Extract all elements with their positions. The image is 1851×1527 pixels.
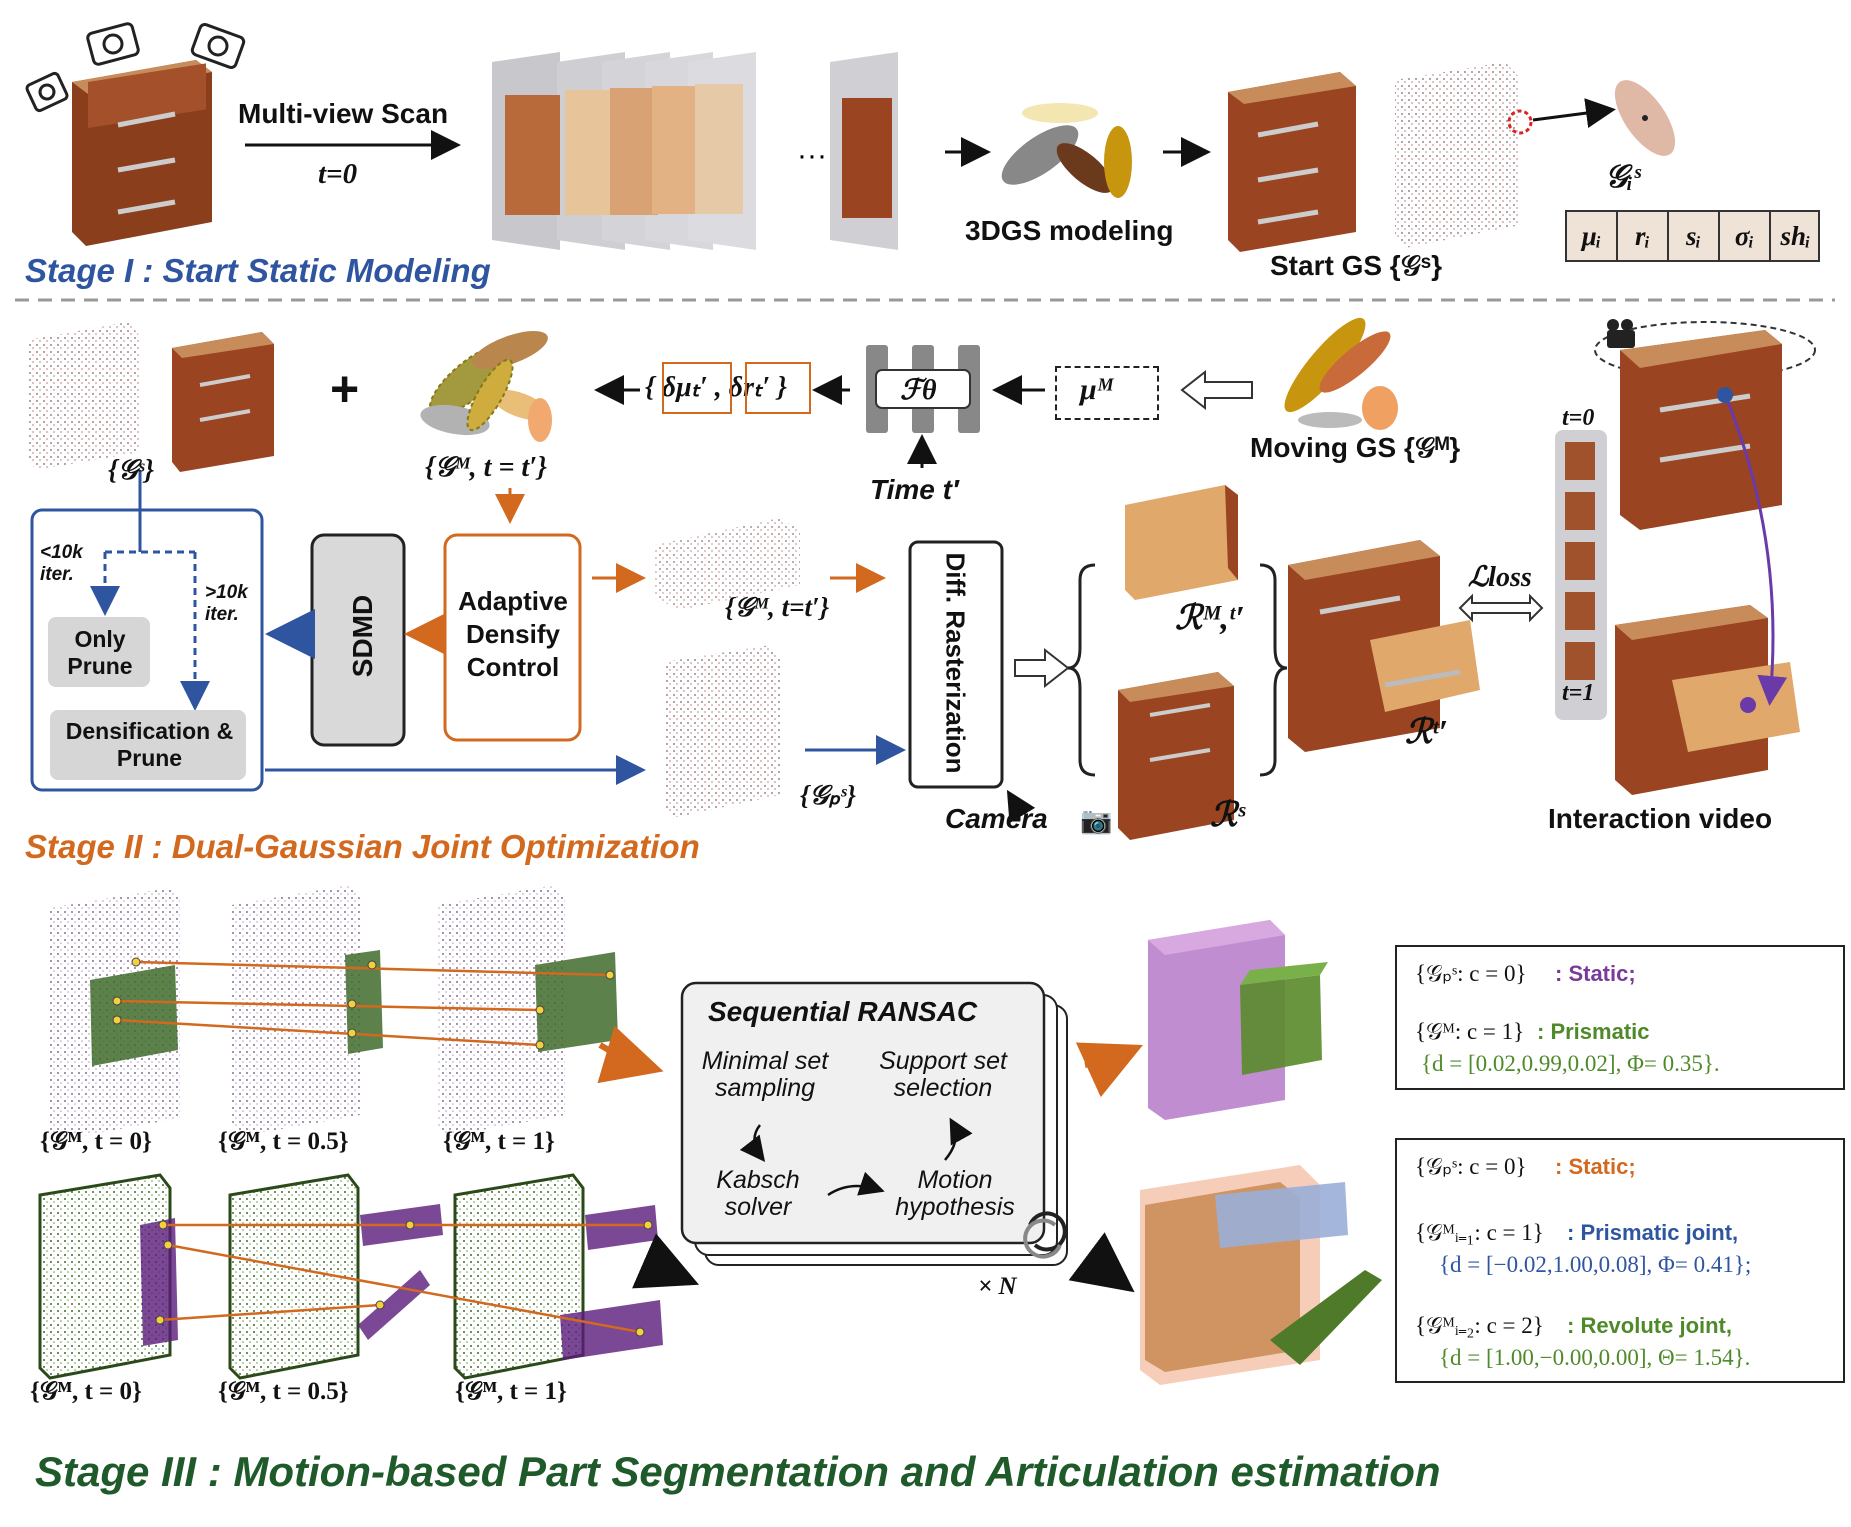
row2-pointclouds [38, 1173, 663, 1380]
cabinet-image [72, 60, 212, 246]
multiview-scan-label: Multi-view Scan [238, 98, 449, 129]
motion-hypothesis-label: Motion hypothesis [895, 1166, 1015, 1221]
attr-s: sᵢ [1669, 212, 1720, 260]
legend1-static-val: : Static; [1555, 961, 1636, 986]
start-gs-cabinet [1228, 72, 1356, 252]
delta-r-box [745, 362, 811, 414]
camera-icon: 📷 [1080, 805, 1113, 835]
gaussian-attribute-table: μᵢ rᵢ sᵢ σᵢ shᵢ [1565, 210, 1820, 262]
interaction-video-label: Interaction video [1548, 803, 1773, 834]
row2-label-1: {𝒢ᴹ, t = 0.5} [218, 1378, 349, 1405]
f-theta-network [866, 345, 980, 433]
gaussian-ellipses-icon [1001, 103, 1132, 198]
gs-static-label: {𝒢ˢ} [108, 455, 155, 486]
legend2-j1-params: {d = [−0.02,1.00,0.08], Φ= 0.41}; [1439, 1252, 1752, 1277]
rs-label: ℛˢ [1210, 797, 1246, 834]
attr-mu: μᵢ [1567, 212, 1618, 260]
static-pointcloud [28, 322, 140, 470]
drawer-render [1125, 485, 1238, 600]
attr-r: rᵢ [1618, 212, 1669, 260]
gt10k-label: >10k iter. [205, 582, 248, 625]
static-cabinet [172, 332, 274, 472]
ransac-title: Sequential RANSAC [708, 996, 978, 1027]
rt-label: ℛᵗ′ [1405, 714, 1449, 751]
rmt-label: ℛᴹ,ᵗ′ [1175, 600, 1245, 637]
t1-strip-label: t=1 [1562, 680, 1595, 706]
composite-render [1288, 540, 1480, 752]
legend2-j1-key: {𝒢ᴹᵢ₌₁: c = 1} [1415, 1220, 1544, 1245]
row2-label-2: {𝒢ᴹ, t = 1} [455, 1378, 567, 1405]
time-label: Time t′ [870, 474, 959, 505]
delta-mu-box [662, 362, 732, 414]
segmented-result-2 [1140, 1165, 1382, 1385]
moving-gs-label: Moving GS {𝒢ᴹ} [1250, 432, 1461, 463]
attr-sigma: σᵢ [1720, 212, 1771, 260]
legend2-static-key: {𝒢ₚˢ: c = 0} [1415, 1154, 1527, 1179]
stage3-title: Stage III : Motion-based Part Segmentati… [35, 1448, 1441, 1495]
interaction-cabinet-top [1620, 330, 1782, 530]
f-theta-label: ℱθ [900, 375, 937, 406]
legend-prismatic: {𝒢ₚˢ: c = 0} : Static; {𝒢ᴹ: c = 1} : Pri… [1395, 945, 1845, 1090]
svg-text:···: ··· [797, 139, 827, 172]
t0-strip-label: t=0 [1562, 405, 1595, 431]
moving-gaussians-cluster [420, 331, 552, 442]
legend2-j1-val: : Prismatic joint, [1567, 1220, 1739, 1245]
row1-label-2: {𝒢ᴹ, t = 1} [443, 1128, 555, 1155]
attr-sh: shᵢ [1780, 220, 1811, 251]
legend1-pris-key: {𝒢ᴹ: c = 1} [1415, 1019, 1525, 1044]
lt10k-label: <10k iter. [40, 542, 83, 585]
legend2-j2-key: {𝒢ᴹᵢ₌₂: c = 2} [1415, 1313, 1544, 1338]
legend2-j2-params: {d = [1.00,−0.00,0.00], Θ= 1.54}. [1439, 1345, 1751, 1370]
start-gs-label: Start GS {𝒢ˢ} [1270, 250, 1443, 281]
mu-m-label: μᴹ [1080, 373, 1113, 406]
moving-pointcloud [655, 518, 800, 610]
delta-label: { δμₜ′ , δrₜ′ } [645, 372, 787, 403]
3dgs-modeling-label: 3DGS modeling [965, 215, 1174, 246]
mu-m-box [1055, 366, 1159, 420]
only-prune-button: Only Prune [67, 626, 133, 679]
row1-label-1: {𝒢ᴹ, t = 0.5} [218, 1128, 349, 1155]
moving-gs-gaussians [1284, 317, 1398, 430]
stage2-title: Stage II : Dual-Gaussian Joint Optimizat… [25, 828, 700, 865]
stage1-title: Stage I : Start Static Modeling [25, 252, 491, 289]
t0-label: t=0 [318, 158, 358, 190]
legend1-pris-params: {d = [0.02,0.99,0.02], Φ= 0.35}. [1421, 1051, 1720, 1076]
kabsch-label: Kabsch solver [716, 1166, 800, 1221]
gi-label: 𝒢ᵢˢ [1605, 158, 1641, 194]
legend2-static-val: : Static; [1555, 1154, 1636, 1179]
loss-label: ℒloss [1468, 562, 1532, 593]
densify-prune-button: Densification & Prune [65, 718, 234, 771]
plus-sign: + [330, 361, 360, 417]
legend1-pris-val: : Prismatic [1537, 1019, 1650, 1044]
refresh-icon [1023, 1211, 1067, 1259]
legend1-static-key: {𝒢ₚˢ: c = 0} [1415, 961, 1527, 986]
row1-label-0: {𝒢ᴹ, t = 0} [40, 1128, 152, 1155]
row1-pointclouds [50, 885, 618, 1140]
static-render [1118, 672, 1234, 840]
support-set-label: Support set selection [879, 1047, 1007, 1102]
gsp-label: {𝒢ₚˢ} [800, 780, 856, 810]
row2-label-0: {𝒢ᴹ, t = 0} [30, 1378, 142, 1405]
camera-icon [25, 22, 246, 113]
sdmd-label: SDMD [347, 594, 379, 678]
segmented-result-1 [1148, 920, 1328, 1120]
gm-t-label: {𝒢ᴹ, t = t′} [425, 452, 547, 483]
adc-label: Adaptive Densify Control [458, 586, 568, 682]
start-gs-pointcloud [1395, 62, 1520, 248]
multiview-images [492, 52, 898, 250]
camera-label: Camera [945, 803, 1048, 834]
static-pruned-pointcloud [665, 645, 780, 818]
video-camera-icon [1607, 319, 1635, 348]
legend-joints: {𝒢ₚˢ: c = 0} : Static; {𝒢ᴹᵢ₌₁: c = 1} : … [1395, 1138, 1845, 1383]
diff-raster-label: Diff. Rasterization [940, 552, 971, 774]
legend2-j2-val: : Revolute joint, [1567, 1313, 1732, 1338]
xn-label: × N [978, 1273, 1017, 1300]
gm-tt-label: {𝒢ᴹ, t=t′} [725, 592, 829, 622]
minimal-set-label: Minimal set sampling [701, 1047, 829, 1102]
